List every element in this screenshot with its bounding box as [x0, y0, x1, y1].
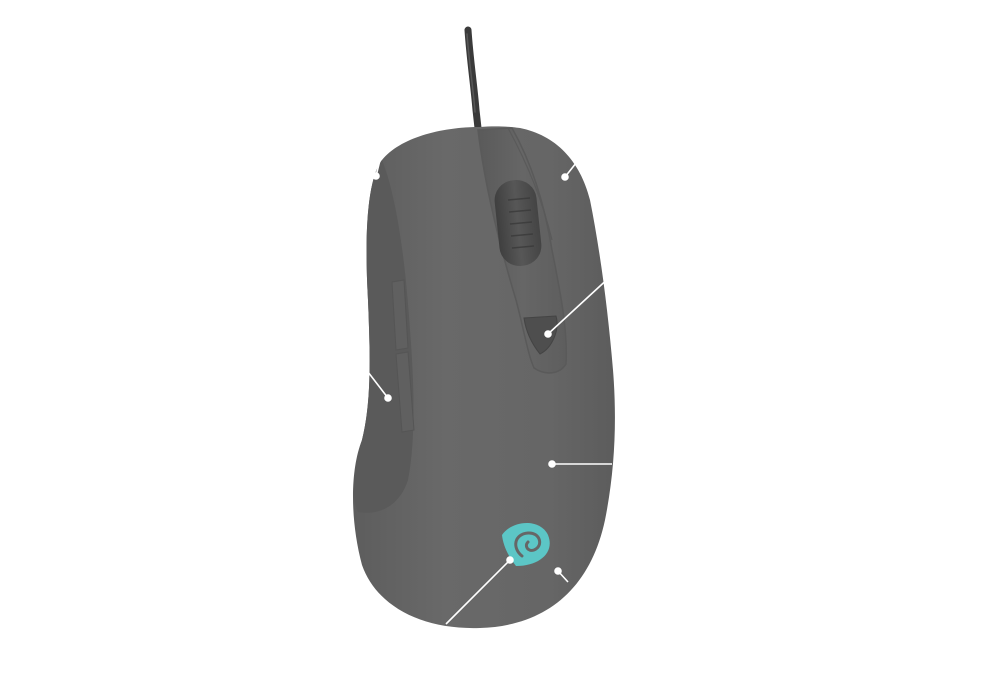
cable-highlight: [466, 33, 476, 113]
callout-dot-side: [384, 394, 392, 402]
callout-line-logo: [445, 559, 511, 625]
dpi-button[interactable]: [523, 315, 558, 355]
callout-dot-logo: [506, 556, 514, 564]
callout-dot-palm: [548, 460, 556, 468]
side-button-back[interactable]: [395, 351, 415, 433]
side-panel: [353, 160, 414, 513]
brand-logo: [502, 522, 550, 566]
callout-dot-left-button: [561, 173, 569, 181]
side-button-forward[interactable]: [391, 279, 409, 351]
button-split-line: [507, 127, 553, 241]
scroll-wheel-ribs: [507, 197, 535, 249]
callouts: [367, 157, 613, 625]
callout-dot-dpi: [544, 330, 552, 338]
callout-line-left-button: [564, 157, 581, 178]
cable: [464, 26, 482, 132]
callout-line-side: [367, 371, 389, 399]
callout-line-dpi: [547, 274, 613, 335]
callout-dot-cable: [372, 172, 380, 180]
callout-dot-grip: [554, 567, 562, 575]
